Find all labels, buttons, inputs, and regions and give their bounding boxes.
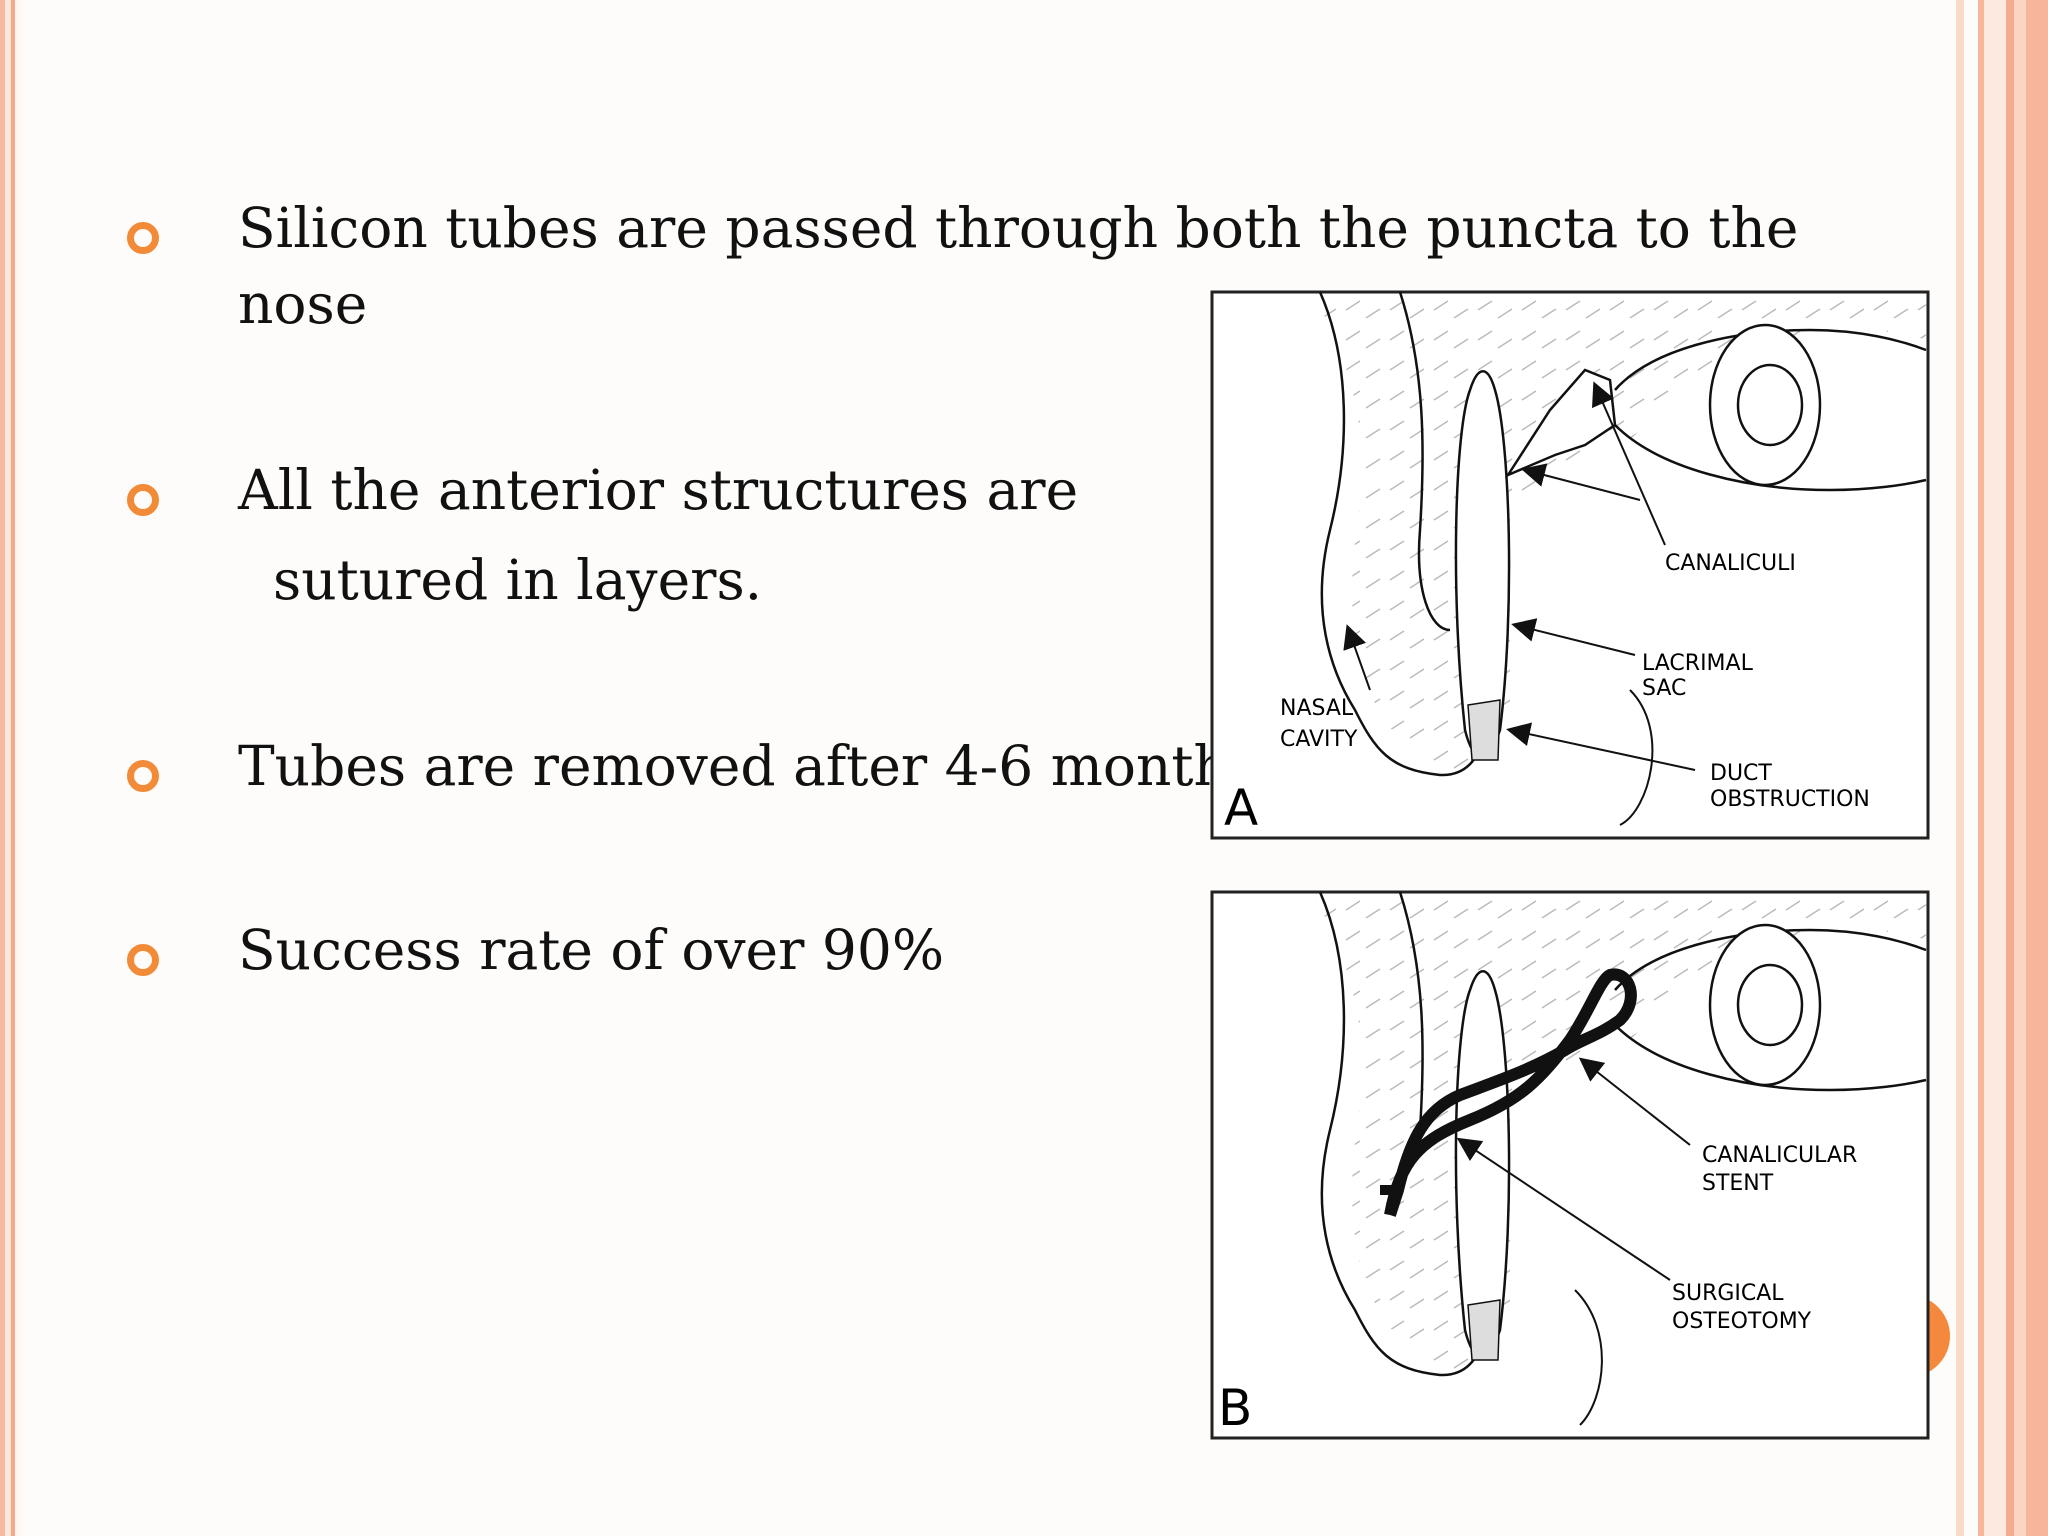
arrow-nasal-cavity	[1343, 624, 1371, 691]
bullet-text-line: Tubes are removed after 4-6 months.	[238, 734, 1275, 798]
bullet-ring-icon	[127, 222, 159, 254]
duct-obstruction-shape	[1467, 1299, 1501, 1361]
arrow-canaliculi	[1521, 463, 1641, 501]
eye-pupil	[1736, 363, 1804, 447]
diagram-a: CANALICULI LACRIMAL SAC NASAL CAVITY DUC…	[1210, 290, 1930, 840]
arrow-surgical-osteotomy	[1456, 1137, 1671, 1281]
label-canalicular-stent: STENT	[1702, 1171, 1774, 1196]
arrow-duct-obstruction	[1506, 722, 1696, 771]
label-canaliculi: CANALICULI	[1665, 551, 1796, 576]
eyelid-outline	[1614, 928, 1927, 1092]
bullet-text-line: nose	[238, 272, 368, 336]
bullet-text-line: Success rate of over 90%	[238, 918, 945, 982]
turbinate-curve	[1574, 1289, 1603, 1426]
label-lacrimal-sac: LACRIMAL	[1642, 651, 1754, 676]
bullet-text-line: Silicon tubes are passed through both th…	[238, 196, 1799, 260]
label-lacrimal-sac: SAC	[1642, 676, 1686, 701]
bullet-ring-icon	[127, 484, 159, 516]
label-surgical-osteotomy: SURGICAL	[1672, 1281, 1784, 1306]
label-duct-obstruction: OBSTRUCTION	[1710, 787, 1870, 812]
slide-right-border	[1956, 0, 2048, 1536]
bullet-ring-icon	[127, 760, 159, 792]
label-canalicular-stent: CANALICULAR	[1702, 1143, 1857, 1168]
bullet-ring-icon	[127, 944, 159, 976]
bullet-text-line: All the anterior structures are	[238, 458, 1079, 522]
canalicular-stent-shape	[1384, 968, 1637, 1217]
bullet-text-line: sutured in layers.	[238, 548, 763, 612]
nasal-wall	[1318, 291, 1487, 777]
diagram-b: CANALICULAR STENT SURGICAL OSTEOTOMY B	[1210, 890, 1930, 1440]
label-nasal-cavity: NASAL	[1280, 696, 1354, 721]
panel-letter: A	[1224, 779, 1258, 837]
label-duct-obstruction: DUCT	[1710, 761, 1772, 786]
nasal-inner-wall	[1398, 291, 1451, 632]
arrow-lacrimal-sac	[1511, 618, 1636, 656]
slide-left-border	[0, 0, 24, 1536]
eyelid-outline	[1614, 328, 1927, 492]
lacrimal-sac-shape	[1454, 970, 1511, 1358]
lacrimal-sac-shape	[1454, 370, 1511, 758]
duct-obstruction-shape	[1467, 699, 1501, 761]
panel-letter: B	[1218, 1379, 1252, 1437]
label-nasal-cavity: CAVITY	[1280, 727, 1358, 752]
arrow-canalicular-stent	[1578, 1057, 1691, 1146]
nasal-inner-wall	[1398, 891, 1424, 1131]
arrow-canaliculi	[1592, 381, 1666, 546]
nasal-wall	[1318, 891, 1487, 1377]
eye-pupil	[1736, 963, 1804, 1047]
label-surgical-osteotomy: OSTEOTOMY	[1672, 1309, 1812, 1334]
turbinate-curve	[1619, 689, 1654, 826]
